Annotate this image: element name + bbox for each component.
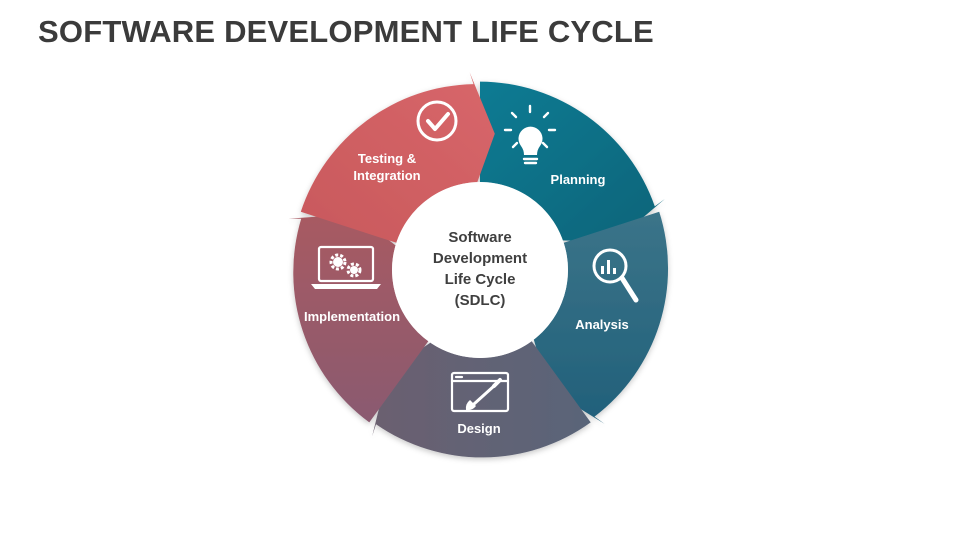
analysis-segment bbox=[532, 211, 669, 424]
center-line-4: (SDLC) bbox=[455, 292, 506, 309]
implementation-label: Implementation bbox=[304, 309, 400, 324]
planning-segment bbox=[480, 81, 665, 242]
testing-label-line-1: Testing & bbox=[358, 151, 416, 166]
magnifier-chart-icon bbox=[592, 248, 639, 303]
center-line-2: Development bbox=[433, 250, 527, 267]
center-line-3: Life Cycle bbox=[445, 271, 516, 288]
browser-brush-icon bbox=[450, 371, 510, 413]
slide-title: SOFTWARE DEVELOPMENT LIFE CYCLE bbox=[38, 14, 654, 49]
implementation-segment bbox=[288, 213, 429, 423]
design-label: Design bbox=[457, 421, 500, 436]
analysis-label: Analysis bbox=[575, 317, 628, 332]
checkmark-circle-icon bbox=[416, 100, 458, 142]
lightbulb-icon bbox=[503, 104, 557, 165]
planning-label: Planning bbox=[551, 172, 606, 187]
testing-label-line-2: Integration bbox=[353, 168, 420, 183]
center-line-1: Software bbox=[448, 229, 511, 246]
laptop-gears-icon bbox=[311, 245, 381, 289]
center-circle bbox=[392, 182, 568, 358]
